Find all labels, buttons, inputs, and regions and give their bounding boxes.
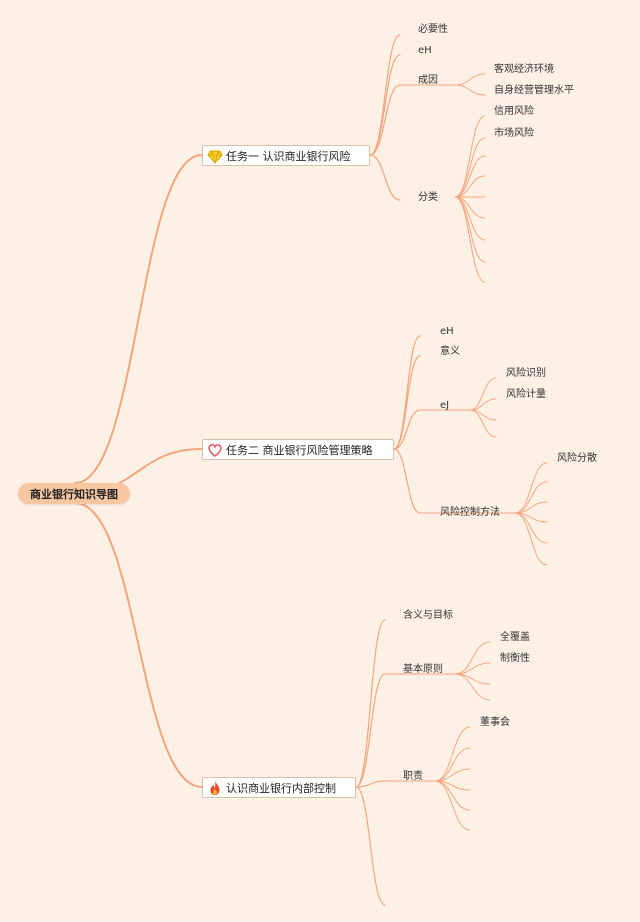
branch-line-4 — [369, 54, 401, 156]
node-eh-1[interactable]: eH — [418, 45, 432, 56]
topic-internal-control[interactable]: 认识商业银行内部控制 — [202, 777, 356, 798]
node-checks-balances[interactable]: 制衡性 — [500, 653, 530, 664]
branch-line-29 — [514, 462, 548, 514]
branch-line-37 — [355, 780, 386, 788]
branch-line-18 — [454, 196, 486, 283]
node-full-coverage[interactable]: 全覆盖 — [500, 632, 530, 643]
branch-line-13 — [454, 175, 486, 198]
node-risk-identification[interactable]: 风险识别 — [506, 368, 546, 379]
node-significance[interactable]: 意义 — [440, 346, 460, 357]
node-board-of-directors[interactable]: 董事会 — [480, 717, 510, 728]
gem-icon — [207, 148, 223, 164]
node-economic-environment[interactable]: 客观经济环境 — [494, 64, 554, 75]
branch-line-0 — [74, 154, 203, 484]
branch-line-38 — [355, 786, 386, 906]
branch-line-25 — [469, 398, 497, 411]
fire-icon — [207, 780, 223, 796]
topic-risk-management[interactable]: 任务二 商业银行风险管理策略 — [202, 439, 394, 460]
branch-line-12 — [454, 155, 486, 198]
branch-line-6 — [369, 154, 401, 201]
root-label: 商业银行知识导图 — [30, 487, 118, 501]
node-control-methods[interactable]: 风险控制方法 — [440, 507, 500, 518]
branch-line-9 — [454, 84, 486, 96]
branch-line-30 — [514, 481, 548, 514]
branch-line-36 — [355, 673, 386, 788]
node-risk-diversification[interactable]: 风险分散 — [557, 453, 597, 464]
node-responsibilities[interactable]: 职责 — [403, 771, 423, 782]
node-necessity[interactable]: 必要性 — [418, 24, 448, 35]
branch-line-34 — [514, 512, 548, 566]
branch-line-16 — [454, 196, 486, 241]
node-classification[interactable]: 分类 — [418, 192, 438, 203]
branch-line-2 — [74, 502, 203, 788]
root-node[interactable]: 商业银行知识导图 — [18, 483, 130, 504]
branch-line-50 — [434, 780, 471, 831]
branch-line-41 — [454, 662, 491, 675]
node-ej[interactable]: eJ — [440, 400, 450, 411]
branch-line-31 — [514, 501, 548, 514]
node-meaning-goals[interactable]: 含义与目标 — [403, 610, 453, 621]
branch-line-10 — [454, 115, 486, 198]
branch-line-22 — [393, 448, 421, 514]
branch-line-42 — [454, 673, 491, 685]
branch-line-8 — [454, 73, 486, 86]
branch-line-5 — [369, 84, 401, 156]
heart-icon — [207, 442, 223, 458]
topic-label: 认识商业银行内部控制 — [226, 781, 336, 795]
branch-line-35 — [355, 619, 386, 788]
branch-line-20 — [393, 355, 421, 450]
node-risk-measurement[interactable]: 风险计量 — [506, 389, 546, 400]
branch-line-47 — [434, 768, 471, 782]
branch-line-21 — [393, 409, 421, 450]
branch-line-3 — [369, 34, 401, 156]
node-credit-risk[interactable]: 信用风险 — [494, 106, 534, 117]
node-causes[interactable]: 成因 — [418, 75, 438, 86]
branch-line-24 — [469, 377, 497, 411]
node-market-risk[interactable]: 市场风险 — [494, 128, 534, 139]
branch-line-43 — [454, 673, 491, 701]
branch-line-19 — [393, 335, 421, 450]
topic-label: 任务一 认识商业银行风险 — [226, 149, 351, 163]
node-management-level[interactable]: 自身经营管理水平 — [494, 85, 574, 96]
branch-line-46 — [434, 747, 471, 782]
topic-label: 任务二 商业银行风险管理策略 — [226, 443, 373, 457]
branch-line-40 — [454, 641, 491, 675]
branch-line-45 — [434, 726, 471, 782]
node-eh-2[interactable]: eH — [440, 326, 454, 337]
topic-risk-recognition[interactable]: 任务一 认识商业银行风险 — [202, 145, 370, 166]
branch-line-11 — [454, 137, 486, 198]
branch-line-27 — [469, 409, 497, 438]
node-basic-principles[interactable]: 基本原则 — [403, 664, 443, 675]
